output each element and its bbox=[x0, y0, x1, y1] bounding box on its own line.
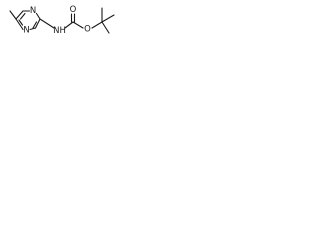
bond-ring-c5-c6-double bbox=[19, 12, 26, 20]
atom-label-carbonyl-oxygen: O bbox=[70, 5, 77, 15]
bond-carbonyl-ester-o bbox=[72, 21, 84, 29]
structure-diagram: N N NH O O bbox=[9, 5, 115, 36]
atom-label-ester-oxygen: O bbox=[84, 25, 91, 35]
bond-ring-c3-n4 bbox=[29, 27, 37, 31]
bond-methyl bbox=[9, 10, 17, 20]
atom-label-n4: N bbox=[23, 26, 29, 36]
bond-ester-o-cq bbox=[91, 21, 103, 29]
bond-ring-c2-c3 bbox=[34, 18, 41, 29]
atom-label-n1: N bbox=[30, 6, 36, 16]
bond-tbu-methyl-right bbox=[101, 14, 115, 23]
bond-ring-n4-c5 bbox=[15, 18, 24, 31]
bond-ring-c5-c6 bbox=[15, 10, 24, 20]
bond-ring-n1-c2 bbox=[35, 12, 41, 20]
bond-ring-n4-c5-double bbox=[18, 19, 24, 26]
atom-label-nh: NH bbox=[53, 26, 66, 36]
bond-tbu-methyl-bottom bbox=[101, 21, 110, 34]
bond-nh-carbonyl bbox=[64, 21, 74, 29]
bond-ring-c2-c3-double bbox=[32, 21, 38, 29]
bond-c2-nh bbox=[39, 18, 55, 29]
